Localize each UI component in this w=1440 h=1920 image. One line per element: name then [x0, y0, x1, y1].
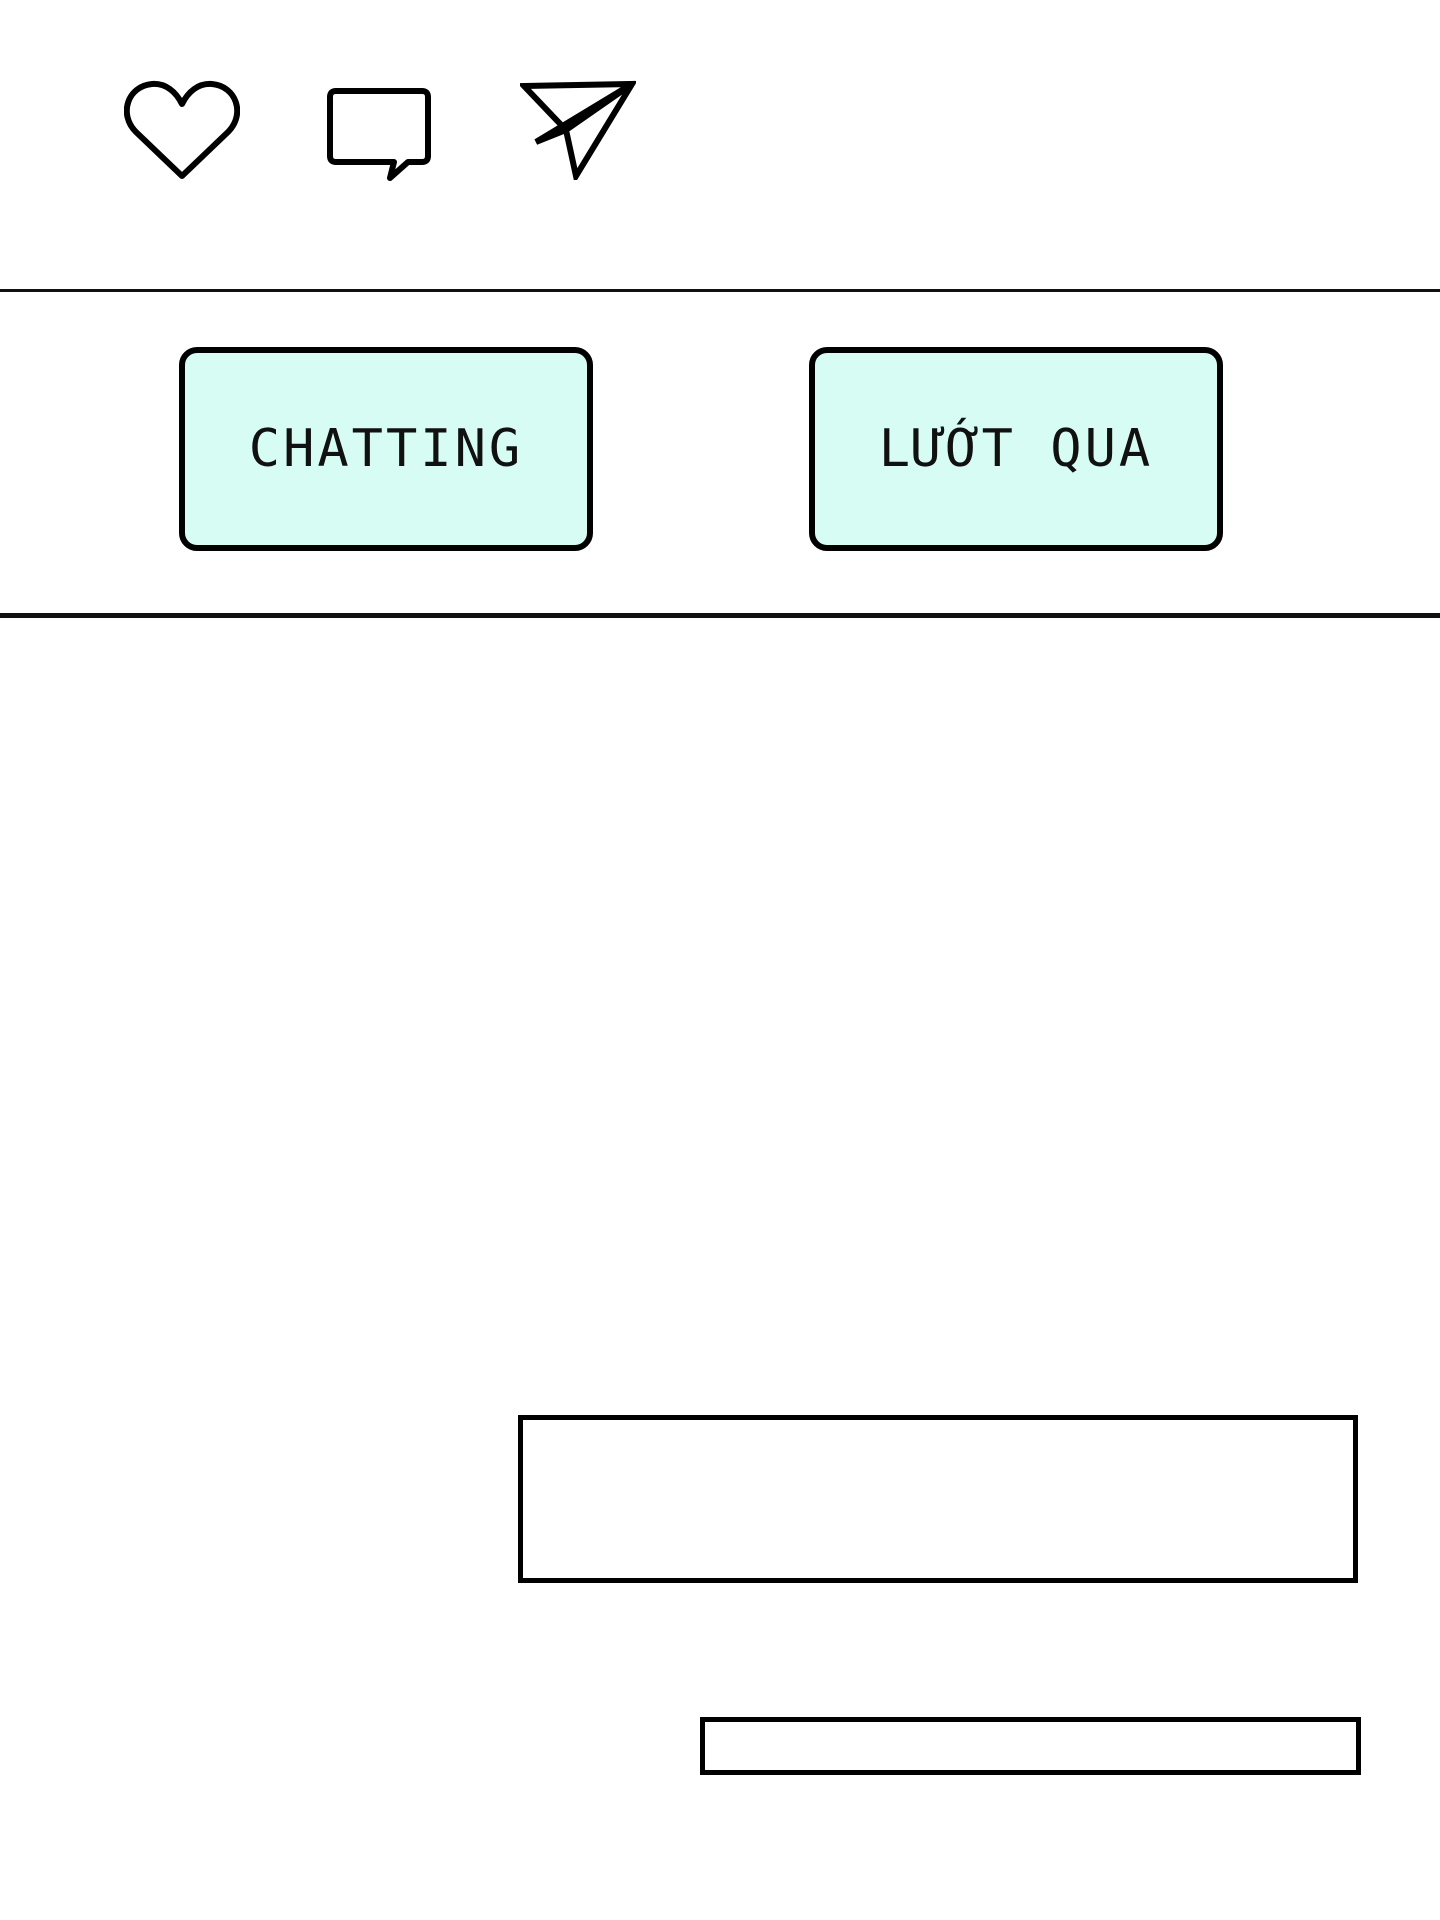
message-box[interactable] [518, 1415, 1358, 1583]
top-divider [0, 289, 1440, 292]
skip-button-label: LƯỚT QUA [878, 419, 1154, 479]
chatting-button-label: CHATTING [248, 419, 524, 479]
input-field[interactable] [700, 1717, 1361, 1775]
send-icon[interactable] [520, 80, 636, 180]
comment-icon[interactable] [326, 86, 432, 186]
skip-button[interactable]: LƯỚT QUA [809, 347, 1223, 551]
bottom-divider [0, 613, 1440, 618]
heart-icon[interactable] [124, 80, 240, 182]
chatting-button[interactable]: CHATTING [179, 347, 593, 551]
